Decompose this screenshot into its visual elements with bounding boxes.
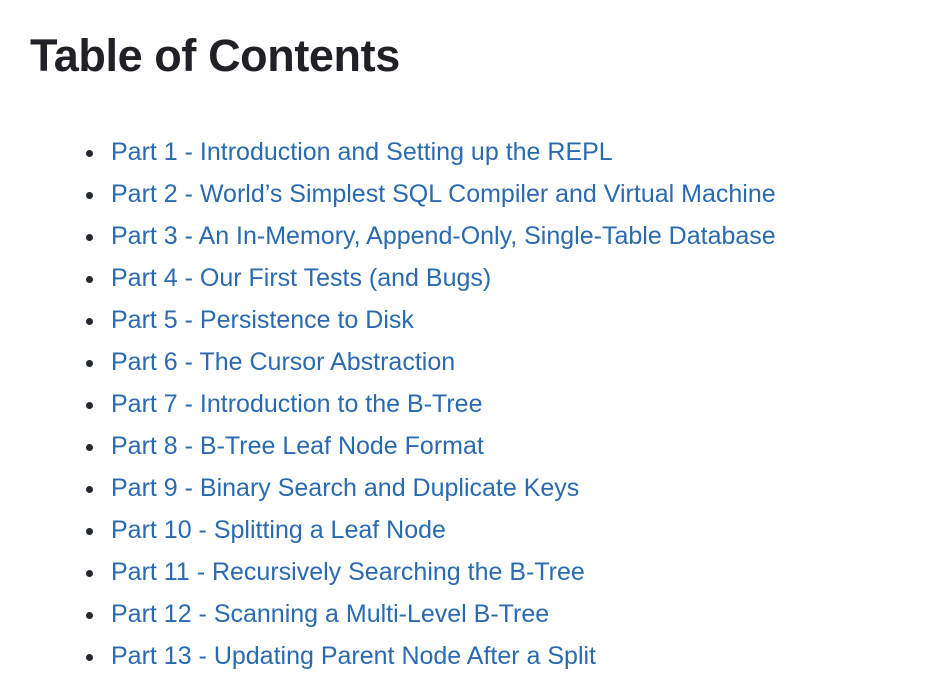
- list-item[interactable]: Part 7 - Introduction to the B-Tree: [0, 383, 776, 425]
- toc-link-part-12[interactable]: Part 12 - Scanning a Multi-Level B-Tree: [111, 600, 550, 628]
- bullet-icon: [86, 318, 93, 325]
- list-item[interactable]: Part 4 - Our First Tests (and Bugs): [0, 257, 776, 299]
- bullet-icon: [86, 276, 93, 283]
- bullet-icon: [86, 234, 93, 241]
- table-of-contents-list: Part 1 - Introduction and Setting up the…: [0, 131, 776, 677]
- bullet-icon: [86, 444, 93, 451]
- toc-link-part-4[interactable]: Part 4 - Our First Tests (and Bugs): [111, 264, 492, 292]
- toc-link-part-2[interactable]: Part 2 - World’s Simplest SQL Compiler a…: [111, 180, 776, 208]
- bullet-icon: [86, 654, 93, 661]
- list-item[interactable]: Part 6 - The Cursor Abstraction: [0, 341, 776, 383]
- bullet-icon: [86, 360, 93, 367]
- list-item[interactable]: Part 10 - Splitting a Leaf Node: [0, 509, 776, 551]
- toc-link-part-11[interactable]: Part 11 - Recursively Searching the B-Tr…: [111, 558, 585, 586]
- page-title: Table of Contents: [30, 30, 400, 81]
- list-item[interactable]: Part 9 - Binary Search and Duplicate Key…: [0, 467, 776, 509]
- bullet-icon: [86, 150, 93, 157]
- toc-link-part-1[interactable]: Part 1 - Introduction and Setting up the…: [111, 138, 613, 166]
- list-item[interactable]: Part 11 - Recursively Searching the B-Tr…: [0, 551, 776, 593]
- bullet-icon: [86, 192, 93, 199]
- bullet-icon: [86, 570, 93, 577]
- toc-link-part-7[interactable]: Part 7 - Introduction to the B-Tree: [111, 390, 483, 418]
- list-item[interactable]: Part 13 - Updating Parent Node After a S…: [0, 635, 776, 677]
- list-item[interactable]: Part 8 - B-Tree Leaf Node Format: [0, 425, 776, 467]
- list-item[interactable]: Part 12 - Scanning a Multi-Level B-Tree: [0, 593, 776, 635]
- list-item[interactable]: Part 3 - An In-Memory, Append-Only, Sing…: [0, 215, 776, 257]
- toc-link-part-9[interactable]: Part 9 - Binary Search and Duplicate Key…: [111, 474, 580, 502]
- list-item[interactable]: Part 2 - World’s Simplest SQL Compiler a…: [0, 173, 776, 215]
- bullet-icon: [86, 402, 93, 409]
- toc-link-part-8[interactable]: Part 8 - B-Tree Leaf Node Format: [111, 432, 484, 460]
- list-item[interactable]: Part 5 - Persistence to Disk: [0, 299, 776, 341]
- toc-link-part-13[interactable]: Part 13 - Updating Parent Node After a S…: [111, 642, 596, 670]
- list-item[interactable]: Part 1 - Introduction and Setting up the…: [0, 131, 776, 173]
- toc-link-part-3[interactable]: Part 3 - An In-Memory, Append-Only, Sing…: [111, 222, 776, 250]
- bullet-icon: [86, 528, 93, 535]
- bullet-icon: [86, 486, 93, 493]
- toc-link-part-5[interactable]: Part 5 - Persistence to Disk: [111, 306, 414, 334]
- toc-link-part-6[interactable]: Part 6 - The Cursor Abstraction: [111, 348, 456, 376]
- toc-link-part-10[interactable]: Part 10 - Splitting a Leaf Node: [111, 516, 446, 544]
- bullet-icon: [86, 612, 93, 619]
